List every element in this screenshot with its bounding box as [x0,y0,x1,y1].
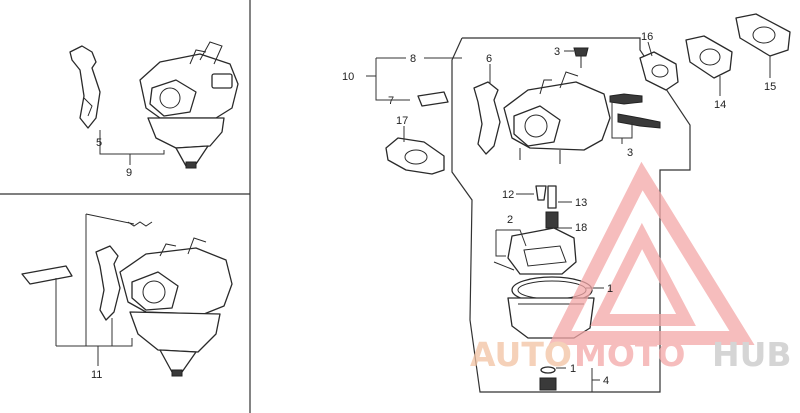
callout-labels: 5 9 11 10 8 7 17 6 3 3 16 14 15 12 13 18… [91,31,776,387]
gasket-15-part [735,13,791,57]
callout-8: 8 [410,53,416,65]
callout-16: 16 [641,31,653,43]
callout-3-right: 3 [627,147,633,159]
callout-13: 13 [575,197,587,209]
callout-10: 10 [342,71,354,83]
panel-dividers [0,0,251,413]
carburetor-assembly-bottom-left [21,213,233,377]
choke-lever-part [69,45,101,129]
callout-6: 6 [486,53,492,65]
gasket-16-part [639,51,679,91]
callout-4: 4 [603,375,609,387]
callout-7: 7 [388,95,394,107]
automotohub-watermark: AUTO MOTO HUB [470,161,792,374]
spacer-14-part [685,35,733,79]
watermark-word-moto: MOTO [574,335,685,374]
callout-2: 2 [507,214,513,226]
callout-1-bolt: 1 [570,363,576,375]
callout-11: 11 [91,369,102,381]
callout-17: 17 [396,115,408,127]
carburetor-assembly-main [385,13,791,391]
carburetor-assembly-top-left [69,41,239,169]
callout-9: 9 [126,167,132,179]
watermark-word-hub: HUB [712,335,792,374]
callout-12: 12 [502,189,514,201]
callout-3-top: 3 [554,46,560,58]
callout-5: 5 [96,137,102,149]
watermark-logo-triangle [548,161,755,345]
assembly-frame [451,37,691,393]
callout-18: 18 [575,222,587,234]
callout-1-ring: 1 [607,283,613,295]
watermark-word-auto: AUTO [470,335,572,374]
gasket-17-part [385,137,445,175]
callout-15: 15 [764,81,776,93]
callout-14: 14 [714,99,726,111]
leader-lines [55,41,771,393]
